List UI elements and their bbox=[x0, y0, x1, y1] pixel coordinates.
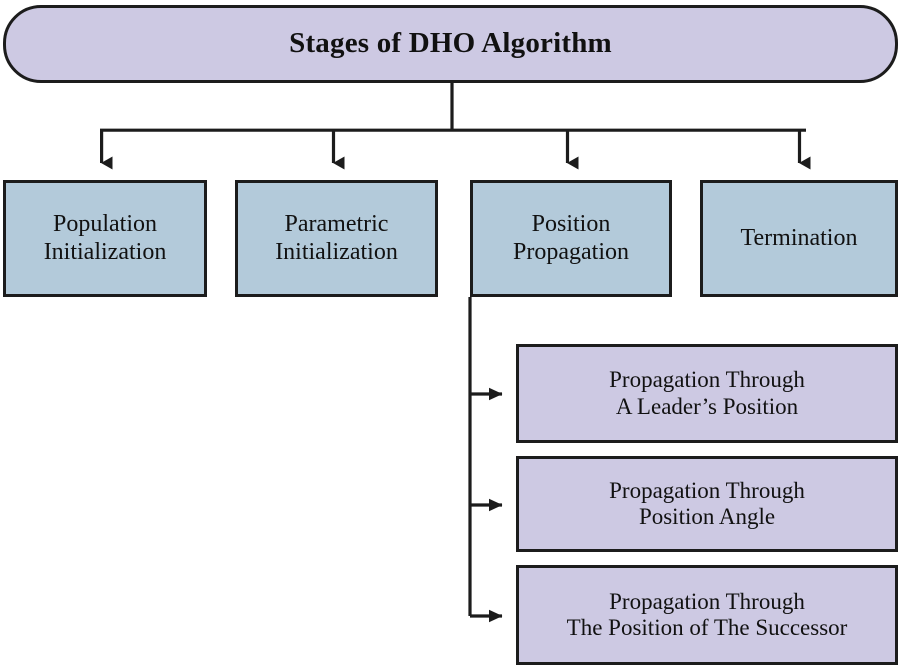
root-node-label: Stages of DHO Algorithm bbox=[289, 27, 612, 60]
substep-node-propagation-through-a-leaders-position: Propagation Through A Leader’s Position bbox=[516, 344, 898, 443]
substep-node-label: Propagation Through The Position of The … bbox=[566, 588, 848, 640]
stage-node-label: Parametric Initialization bbox=[275, 211, 398, 265]
substep-node-propagation-through-position-angle: Propagation Through Position Angle bbox=[516, 456, 898, 552]
stage-node-label: Population Initialization bbox=[43, 211, 167, 265]
stage-node-parametric-initialization: Parametric Initialization bbox=[235, 180, 438, 297]
stage-node-label: Termination bbox=[740, 224, 858, 251]
root-node-stages-of-dho-algorithm: Stages of DHO Algorithm bbox=[3, 5, 898, 83]
stage-node-termination: Termination bbox=[700, 180, 898, 297]
substep-node-label: Propagation Through Position Angle bbox=[609, 477, 805, 529]
stage-node-label: Position Propagation bbox=[513, 211, 629, 265]
stage-node-position-propagation: Position Propagation bbox=[470, 180, 672, 297]
substep-node-label: Propagation Through A Leader’s Position bbox=[609, 367, 805, 419]
stage-node-population-initialization: Population Initialization bbox=[3, 180, 207, 297]
substep-node-propagation-through-the-position-of-the-successor: Propagation Through The Position of The … bbox=[516, 565, 898, 665]
